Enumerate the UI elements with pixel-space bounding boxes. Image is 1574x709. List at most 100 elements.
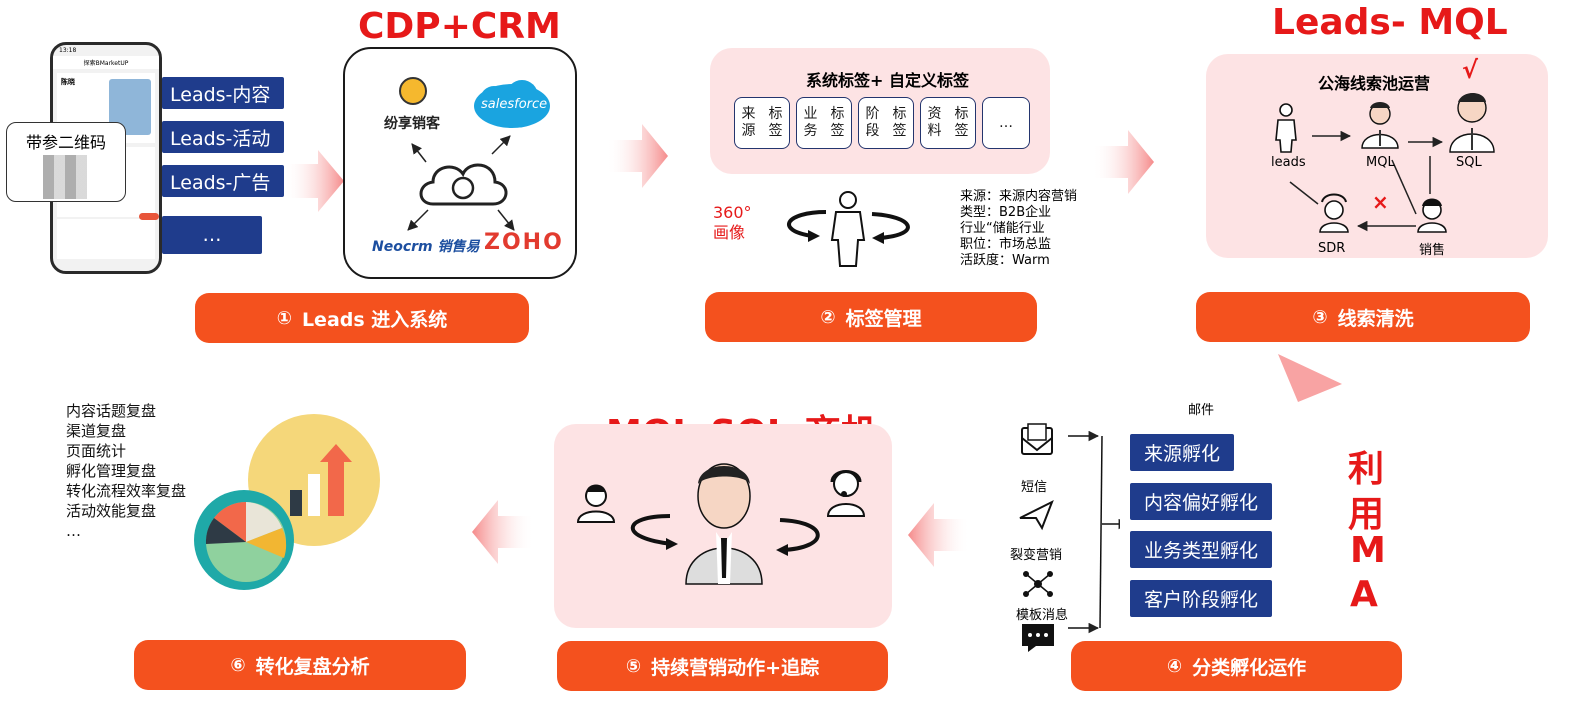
step-6-number: ⑥ [230, 654, 246, 676]
step-5-pill: ⑤ 持续营销动作+追踪 [557, 641, 888, 691]
tag-card-profile: 资料标签 [920, 97, 976, 149]
flow-arrow-6 [472, 500, 534, 564]
step-5-number: ⑤ [625, 655, 642, 677]
mail-icon [1021, 423, 1053, 455]
lead-pool-header: 公海线索池运营 [1318, 74, 1431, 93]
profile-line-activity: 活跃度：Warm [960, 253, 1050, 268]
cdp-crm-title: CDP+CRM [358, 6, 561, 47]
left-person-icon [576, 484, 616, 523]
checkmark-icon: √ [1462, 56, 1479, 84]
portrait-360-label: 360° 画像 [713, 203, 752, 243]
portrait-360-line2: 画像 [713, 223, 746, 242]
tag-system-header: 系统标签+ 自定义标签 [806, 71, 969, 90]
step-1-pill: ① Leads 进入系统 [195, 293, 529, 343]
incubation-content: 内容偏好孵化 [1130, 483, 1273, 520]
salesforce-logo-icon [474, 80, 550, 128]
phone-text-area [57, 219, 155, 259]
headset-person-icon [826, 470, 866, 517]
tag-card-profile-l2: 标签 [954, 106, 969, 139]
phone-status-time: 13:18 [59, 47, 77, 54]
cloud-arrows [407, 135, 515, 231]
profile-line-title: 职位：市场总监 [960, 237, 1052, 252]
channel-label-sms: 短信 [1021, 480, 1048, 495]
step-1-label: Leads 进入系统 [301, 308, 448, 331]
review-item-channel: 渠道复盘 [66, 422, 127, 440]
sales-person-icon [1417, 198, 1447, 233]
qr-code-icon [43, 155, 87, 199]
step-5-label: 持续营销动作+追踪 [651, 656, 820, 679]
phone-profile-name: 陈晓 [61, 78, 75, 86]
analytics-illustration [194, 414, 380, 590]
step-2-pill: ② 标签管理 [705, 292, 1037, 342]
flow-arrow-1 [284, 150, 344, 212]
salesforce-logo-label: salesforce [481, 97, 548, 112]
tag-card-source-l1: 来源 [741, 106, 756, 139]
paper-plane-icon [1019, 499, 1054, 531]
incubation-source: 来源孵化 [1130, 434, 1235, 471]
review-item-page: 页面统计 [66, 442, 127, 460]
profile-info: 来源：来源内容营销 类型：B2B企业 行业“储能行业 职位：市场总监 活跃度：W… [960, 189, 1077, 269]
leads-tag-event: Leads-活动 [162, 121, 284, 153]
step-6-pill: ⑥ 转化复盘分析 [134, 640, 466, 690]
lead-pool-box [1206, 54, 1548, 258]
qr-code-label: 带参二维码 [25, 133, 106, 152]
profile-line-source: 来源：来源内容营销 [960, 189, 1078, 204]
flow-arrow-4 [1278, 354, 1342, 402]
profile-line-type: 类型：B2B企业 [960, 205, 1052, 220]
node-label-sales: 销售 [1419, 243, 1446, 258]
zoho-logo-label: ZOHO [484, 230, 564, 255]
node-label-sdr: SDR [1318, 241, 1346, 256]
node-label-sql: SQL [1456, 155, 1482, 170]
tag-card-source-l2: 标签 [768, 106, 783, 139]
step-1-number: ① [276, 307, 292, 329]
tag-card-stage-l1: 阶段 [865, 106, 880, 139]
crm-box [343, 47, 577, 279]
sql-person-icon [1449, 93, 1495, 153]
leads-mql-title: Leads- MQL [1272, 2, 1508, 43]
review-item-topic: 内容话题复盘 [66, 402, 157, 420]
businessman-icon [685, 463, 763, 585]
ma-char-2: 用 [1348, 494, 1385, 535]
leads-tag-more: … [162, 216, 262, 254]
review-list: 内容话题复盘 渠道复盘 页面统计 孵化管理复盘 转化流程效率复盘 活动效能复盘 … [66, 401, 186, 541]
step-4-label: 分类孵化运作 [1192, 656, 1307, 679]
fxiaoke-logo-label: 纷享销客 [384, 116, 440, 132]
incubation-stage: 客户阶段孵化 [1130, 580, 1273, 617]
flow-arrow-3 [1092, 130, 1154, 194]
leads-person-icon [1275, 103, 1297, 153]
tag-card-profile-l1: 资料 [927, 106, 942, 139]
tag-card-stage-l2: 标签 [892, 106, 907, 139]
node-label-mql: MQL [1366, 155, 1395, 170]
step-3-label: 线索清洗 [1337, 307, 1414, 330]
review-item-incubation: 孵化管理复盘 [66, 462, 157, 480]
cross-icon: × [1372, 190, 1389, 214]
channel-label-email: 邮件 [1188, 403, 1215, 418]
ma-char-1: 利 [1348, 449, 1385, 490]
channel-label-template: 模板消息 [1016, 608, 1069, 623]
channel-label-fission: 裂变营销 [1010, 548, 1063, 563]
neocrm-logo-label: Neocrm 销售易 [372, 239, 480, 255]
review-item-activity: 活动效能复盘 [66, 502, 157, 520]
leads-tag-content: Leads-内容 [162, 77, 284, 109]
portrait-360-line1: 360° [713, 203, 752, 222]
ma-char-4: A [1350, 574, 1378, 615]
qr-code-card: 带参二维码 [6, 122, 126, 202]
lead-pool-flow [1275, 93, 1495, 233]
tag-card-source: 来源标签 [734, 97, 790, 149]
tag-card-business-l2: 标签 [830, 106, 845, 139]
step-4-pill: ④ 分类孵化运作 [1071, 641, 1402, 691]
step-3-pill: ③ 线索清洗 [1196, 292, 1530, 342]
network-icon [1023, 571, 1053, 597]
mql-person-icon [1361, 102, 1399, 149]
flow-arrow-2 [606, 124, 668, 188]
tag-card-more-l1: … [999, 114, 1013, 131]
sdr-person-icon [1319, 193, 1349, 233]
review-item-more: … [66, 522, 81, 540]
review-item-conversion: 转化流程效率复盘 [66, 482, 187, 500]
channel-icons [1019, 423, 1120, 652]
phone-app-title: 探索BMarketUP [53, 56, 159, 69]
step-2-label: 标签管理 [845, 307, 922, 330]
phone-action-button [139, 213, 159, 220]
flow-arrow-5 [908, 503, 970, 567]
cloud-icon [419, 163, 508, 206]
